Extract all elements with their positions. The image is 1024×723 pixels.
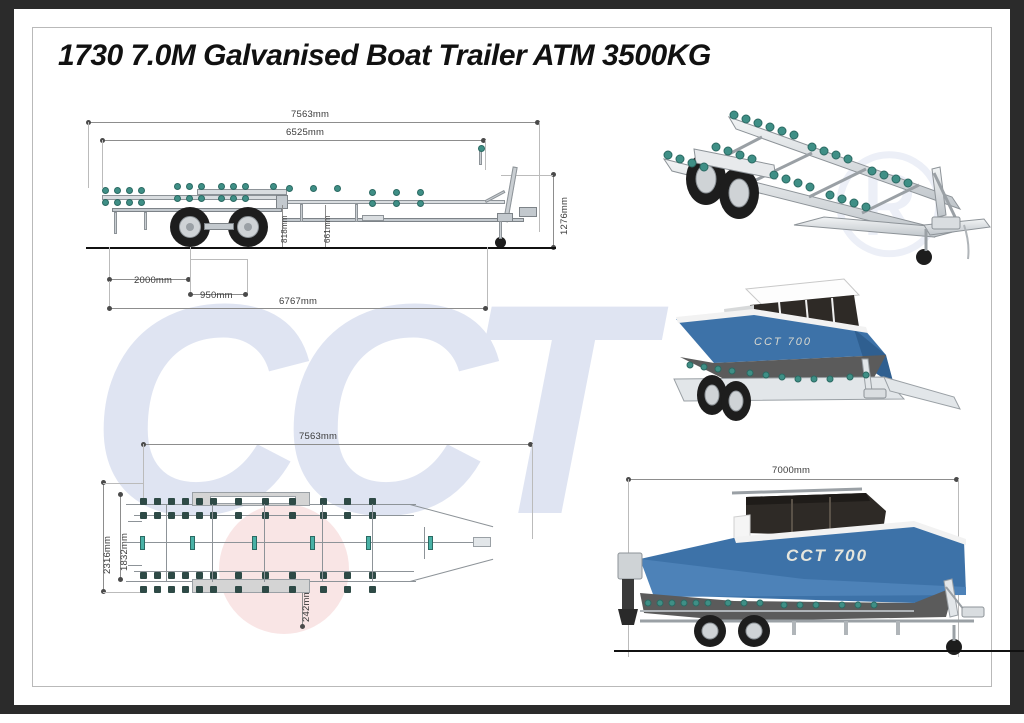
dim-extension [190, 259, 247, 260]
dimline-plan-overall-length [143, 444, 532, 445]
dimline-axle-to-front [109, 279, 190, 280]
dim-extension [102, 140, 103, 188]
axle-assembly [204, 223, 234, 230]
dimline-frame-length [102, 140, 485, 141]
dim-frame-length-label: 6525mm [286, 127, 325, 138]
plan-crossmember [322, 504, 323, 582]
winch-bracket [497, 213, 513, 222]
trailer-3d-render [634, 97, 1024, 287]
boat-hull-name-3d: CCT 700 [754, 336, 812, 348]
dimline-coupling-height [553, 175, 554, 249]
dim-tick [300, 624, 305, 629]
mudguard-support [144, 212, 147, 230]
page-title: 1730 7.0M Galvanised Boat Trailer ATM 35… [58, 39, 711, 72]
dim-tick [954, 477, 959, 482]
dim-tick [101, 480, 106, 485]
coupling-hitch [519, 207, 537, 217]
dim-extension [487, 247, 488, 309]
dimline-overall-length [88, 122, 539, 123]
dim-plan-overall-length-label: 7563mm [299, 431, 338, 442]
dim-tick [186, 277, 191, 282]
dim-tick [188, 292, 193, 297]
winch-roller [478, 145, 485, 152]
plan-crossmember [166, 504, 167, 582]
dim-tick [101, 589, 106, 594]
dim-extension [190, 247, 191, 295]
dim-deck-length-label: 6767mm [279, 296, 318, 307]
dimline-boat-length [628, 479, 958, 480]
boat-hull-name-side: CCT 700 [786, 546, 868, 565]
dimline-axle-spacing [190, 294, 247, 295]
dim-tick [528, 442, 533, 447]
dimline-track-width [120, 495, 121, 581]
boat-side-illustration: CCT 700 [614, 487, 1024, 655]
dim-tick [107, 306, 112, 311]
mudguard-support [114, 212, 117, 234]
ground-line [86, 247, 556, 249]
plan-drawbar-upper [409, 504, 494, 528]
plan-deck-panel [210, 496, 296, 504]
dim-tick [118, 577, 123, 582]
frame-upright [355, 204, 358, 222]
dim-overall-width-label: 2316mm [102, 535, 113, 574]
dimline-deck-length [109, 308, 487, 309]
plan-crossmember [372, 504, 373, 582]
dim-extension [143, 444, 144, 504]
dim-extension [109, 247, 110, 281]
plan-chassis-rail-bottom-inner [134, 571, 414, 572]
trailer-drawbar-section [362, 215, 384, 221]
dim-extension [103, 483, 143, 484]
jockey-wheel-leg [499, 221, 502, 239]
dimline-overall-width [103, 483, 104, 593]
dim-tick [107, 277, 112, 282]
plan-crossmember [264, 504, 265, 582]
dim-extension [532, 444, 533, 539]
plan-mudguard-right [192, 579, 310, 593]
trailer-wheel-rear [228, 207, 268, 247]
plan-drawbar-lower [409, 558, 494, 582]
drawing-sheet: C C T ® 1730 7.0M Galvanised Boat Traile… [14, 9, 1024, 705]
jockey-wheel [495, 237, 506, 248]
plan-chassis-rail-top-inner [134, 515, 414, 516]
plan-crossmember [212, 504, 213, 582]
boat-3d-illustration: CCT 700 [673, 278, 961, 421]
plan-brake-line [128, 565, 142, 566]
dim-extension [501, 175, 553, 176]
dim-tick [535, 120, 540, 125]
dim-extension [88, 122, 89, 188]
dim-axle-to-front-label: 2000mm [134, 275, 173, 286]
dim-extension [539, 122, 540, 232]
dim-extension [247, 259, 248, 295]
dimline-guard-height [282, 205, 283, 247]
trailer-3d-illustration [662, 110, 991, 265]
trailer-main-rail [197, 189, 287, 195]
dim-tick [243, 292, 248, 297]
dim-tick [551, 172, 556, 177]
plan-brake-line [128, 521, 142, 522]
dim-extension [109, 281, 110, 309]
trailer-side-elevation: 7563mm 6525mm 1276mm [14, 9, 574, 329]
plan-centre-spine [126, 542, 486, 543]
dim-boat-length-label: 7000mm [772, 465, 811, 476]
plan-coupling [473, 537, 491, 547]
boat-on-trailer-side-render: 7000mm CCT 700 [614, 457, 1024, 677]
dim-tick [481, 138, 486, 143]
frame-upright [300, 204, 303, 222]
dimline-crossbar-height [325, 205, 326, 247]
dim-tick [483, 306, 488, 311]
plan-drawbar-cross [424, 527, 425, 559]
dimline-bunk-offset [302, 587, 303, 627]
dim-overall-length-label: 7563mm [291, 109, 330, 120]
boat-on-trailer-3d-render: CCT 700 [654, 267, 1024, 432]
dim-bunk-offset-label: 242mm [301, 589, 312, 622]
dim-extension [103, 592, 143, 593]
dim-extension [485, 140, 486, 170]
trailer-plan-view: 7563mm 2316mm 1832mm 242mm [14, 9, 574, 723]
dim-tick [118, 492, 123, 497]
dim-axle-spacing-label: 950mm [200, 290, 233, 301]
trailer-wheel-front [170, 207, 210, 247]
